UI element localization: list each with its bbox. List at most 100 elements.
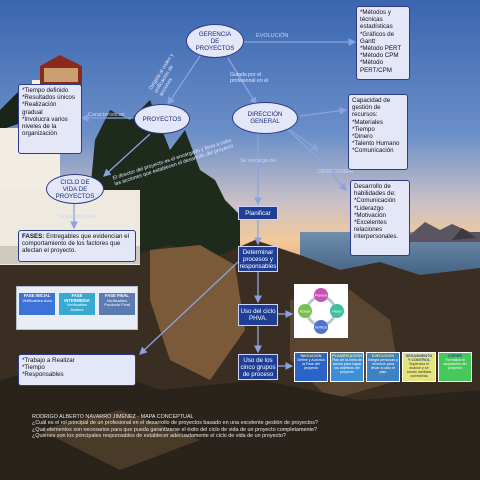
flow-phva-label: Uso del ciclo PHVA.	[240, 308, 276, 322]
capacidad-item: *Talento Humano	[352, 140, 400, 148]
phva-actuar	[298, 304, 312, 318]
habilidades-list: Desarrollo de habilidades de: *Comunicac…	[354, 183, 406, 241]
group-title: SEGUIMIENTO Y CONTROL	[405, 354, 433, 363]
phva-verificar	[314, 320, 328, 334]
capacidad-item: Capacidad de gestión de recursos:	[352, 97, 391, 119]
node-direccion-label: DIRECCIÓN GENERAL	[247, 111, 283, 125]
group-ejecucion: EJECUCIÓN Integra personas y recursos pa…	[366, 352, 400, 382]
flow-cinco-grupos: Uso de los cinco grupos de proceso	[238, 354, 278, 380]
node-gerencia-label: GERENCIA DE PROYECTOS	[195, 30, 235, 52]
footer: RODRIGO ALBERTO NAVARRO JIMENEZ - MAPA C…	[32, 414, 452, 440]
footer-question-3: ¿Quiénes son los principales responsable…	[32, 433, 286, 440]
arrow-direccion-capacidad	[299, 106, 348, 117]
node-proyectos-label: PROYECTOS	[142, 115, 182, 123]
fases-title: FASES:	[22, 233, 45, 240]
phase-intermedia: FASE INTERMEDIA Verificables Avance	[59, 293, 95, 315]
phase-title: FASE INICIAL	[23, 293, 51, 298]
node-gerencia-proyectos: GERENCIA DE PROYECTOS	[186, 24, 244, 58]
phase-sub: Verificables Acta	[22, 297, 52, 303]
label-guiada: Guiada por el profesional en el	[230, 72, 269, 84]
group-text: Integra personas y recursos para llevar …	[368, 358, 398, 375]
habilidades-item: Desarrollo de habilidades de:	[354, 183, 396, 198]
metodos-item: *Método PERT/CPM	[360, 59, 392, 74]
footer-question-2: ¿Qué elementos son necesarios para que p…	[32, 426, 317, 433]
label-caracteristicas: Características	[88, 112, 125, 118]
node-direccion-general: DIRECCIÓN GENERAL	[232, 102, 298, 134]
trabajo-list: *Trabajo a Realizar *Tiempo *Responsable…	[22, 357, 132, 379]
label-se-encarga: Se encarga de	[240, 158, 276, 164]
capacidad-list: Capacidad de gestión de recursos: *Mater…	[352, 97, 404, 155]
process-groups-row: INICIACIÓN Define y Autoriza la Fase del…	[294, 352, 474, 382]
phases-graphic: FASE INICIAL Verificables Acta FASE INTE…	[16, 286, 138, 330]
box-trabajo: *Trabajo a Realizar *Tiempo *Responsable…	[18, 354, 136, 386]
group-seguimiento: SEGUIMIENTO Y CONTROL Supervisa el avanc…	[402, 352, 436, 382]
group-title: CIERRE	[447, 354, 463, 358]
group-cierre: CIERRE Formaliza la aceptación del proye…	[438, 352, 472, 382]
metodos-item: *Métodos y técnicas estadísticas	[360, 9, 393, 31]
box-caracteristicas: *Tiempo definido *Resultados únicos *Rea…	[18, 84, 82, 154]
phva-cycle-graphic: Planear Hacer Verificar Actuar	[294, 284, 348, 338]
group-text: Define y Autoriza la Fase del proyecto	[297, 358, 325, 371]
arrow-determinar-trabajo	[139, 261, 239, 355]
label-se-garantiza: Se garantiza en	[58, 214, 97, 220]
node-proyectos: PROYECTOS	[134, 104, 190, 134]
metodos-item: *Método CPM	[360, 52, 399, 60]
trabajo-item: *Tiempo	[22, 364, 45, 372]
group-text: Supervisa el avance y se toman medidas c…	[406, 362, 432, 379]
label-evolucion: EVOLUCIÓN	[256, 33, 289, 39]
trabajo-item: *Responsables	[22, 371, 64, 379]
phva-hacer-text: Hacer	[332, 310, 342, 314]
caracteristicas-item: *Resultados únicos	[22, 94, 75, 102]
group-title: EJECUCIÓN	[371, 354, 395, 358]
capacidad-item: *Dinero	[352, 133, 373, 141]
arrow-gerencia-proyectos	[167, 55, 201, 106]
metodos-item: *Gráficos de Gantt	[360, 30, 395, 45]
caracteristicas-list: *Tiempo definido *Resultados únicos *Rea…	[22, 87, 78, 137]
phase-sub: Verificables Producto Final	[104, 297, 130, 308]
phva-actuar-text: Actuar	[300, 310, 311, 314]
box-habilidades: Desarrollo de habilidades de: *Comunicac…	[350, 180, 410, 256]
group-planificacion: PLANIFICACIÓN Plan de la línea de acción…	[330, 352, 364, 382]
habilidades-item: *Liderazgo	[354, 204, 384, 212]
group-title: PLANIFICACIÓN	[332, 354, 362, 358]
capacidad-item: *Tiempo	[352, 125, 375, 133]
metodos-item: *Método PERT	[360, 45, 402, 53]
caracteristicas-item: *Tiempo definido	[22, 87, 69, 94]
flow-determinar-label: Determinar procesos y responsables	[239, 248, 277, 270]
box-metodos: *Métodos y técnicas estadísticas *Gráfic…	[356, 6, 410, 80]
flow-planificar-label: Planificar	[245, 209, 271, 217]
flow-phva: Uso del ciclo PHVA.	[238, 304, 278, 326]
caracteristicas-item: *Realización gradual	[22, 101, 57, 116]
footer-question-1: ¿Cuál es el rol principal de un profesio…	[32, 420, 318, 427]
arrow-direccion-debe	[289, 129, 320, 151]
habilidades-item: *Excelentes relaciones interpersonales.	[354, 219, 399, 241]
phva-planear-text: Planear	[315, 294, 328, 298]
trabajo-item: *Trabajo a Realizar	[22, 357, 75, 364]
flow-cinco-label: Uso de los cinco grupos de proceso	[240, 356, 276, 378]
node-ciclo-vida: CICLO DE VIDA DE PROYECTOS	[46, 174, 104, 204]
box-fases: FASES: Entregables que evidencian el com…	[18, 230, 136, 262]
phva-planear	[314, 288, 328, 302]
phva-verificar-text: Verificar	[315, 326, 328, 330]
arrow-gerencia-direccion	[227, 57, 257, 106]
footer-author: RODRIGO ALBERTO NAVARRO JIMENEZ - MAPA C…	[32, 414, 194, 420]
phase-sub: Verificables Avance	[66, 302, 88, 312]
label-debe-tener: DEBE TENER	[318, 169, 354, 175]
group-text: Formaliza la aceptación del proyecto	[443, 358, 467, 371]
group-text: Plan de la línea de acción para lograr l…	[332, 358, 362, 375]
habilidades-item: *Comunicación	[354, 197, 396, 205]
group-iniciacion: INICIACIÓN Define y Autoriza la Fase del…	[294, 352, 328, 382]
flow-determinar: Determinar procesos y responsables	[238, 246, 278, 272]
capacidad-item: *Comunicación	[352, 147, 394, 155]
arrow-direccion-habilidades	[285, 127, 347, 191]
caracteristicas-item: *Involucra varios niveles de la organiza…	[22, 115, 68, 138]
box-capacidad: Capacidad de gestión de recursos: *Mater…	[348, 94, 408, 170]
habilidades-item: *Motivación	[354, 211, 386, 219]
metodos-list: *Métodos y técnicas estadísticas *Gráfic…	[360, 9, 406, 74]
fases-text: Entregables que evidencian el comportami…	[22, 233, 129, 255]
group-title: INICIACIÓN	[300, 354, 322, 358]
flow-planificar: Planificar	[238, 206, 278, 220]
node-ciclo-label: CICLO DE VIDA DE PROYECTOS	[55, 178, 95, 200]
phase-title: FASE INTERMEDIA	[64, 293, 90, 303]
